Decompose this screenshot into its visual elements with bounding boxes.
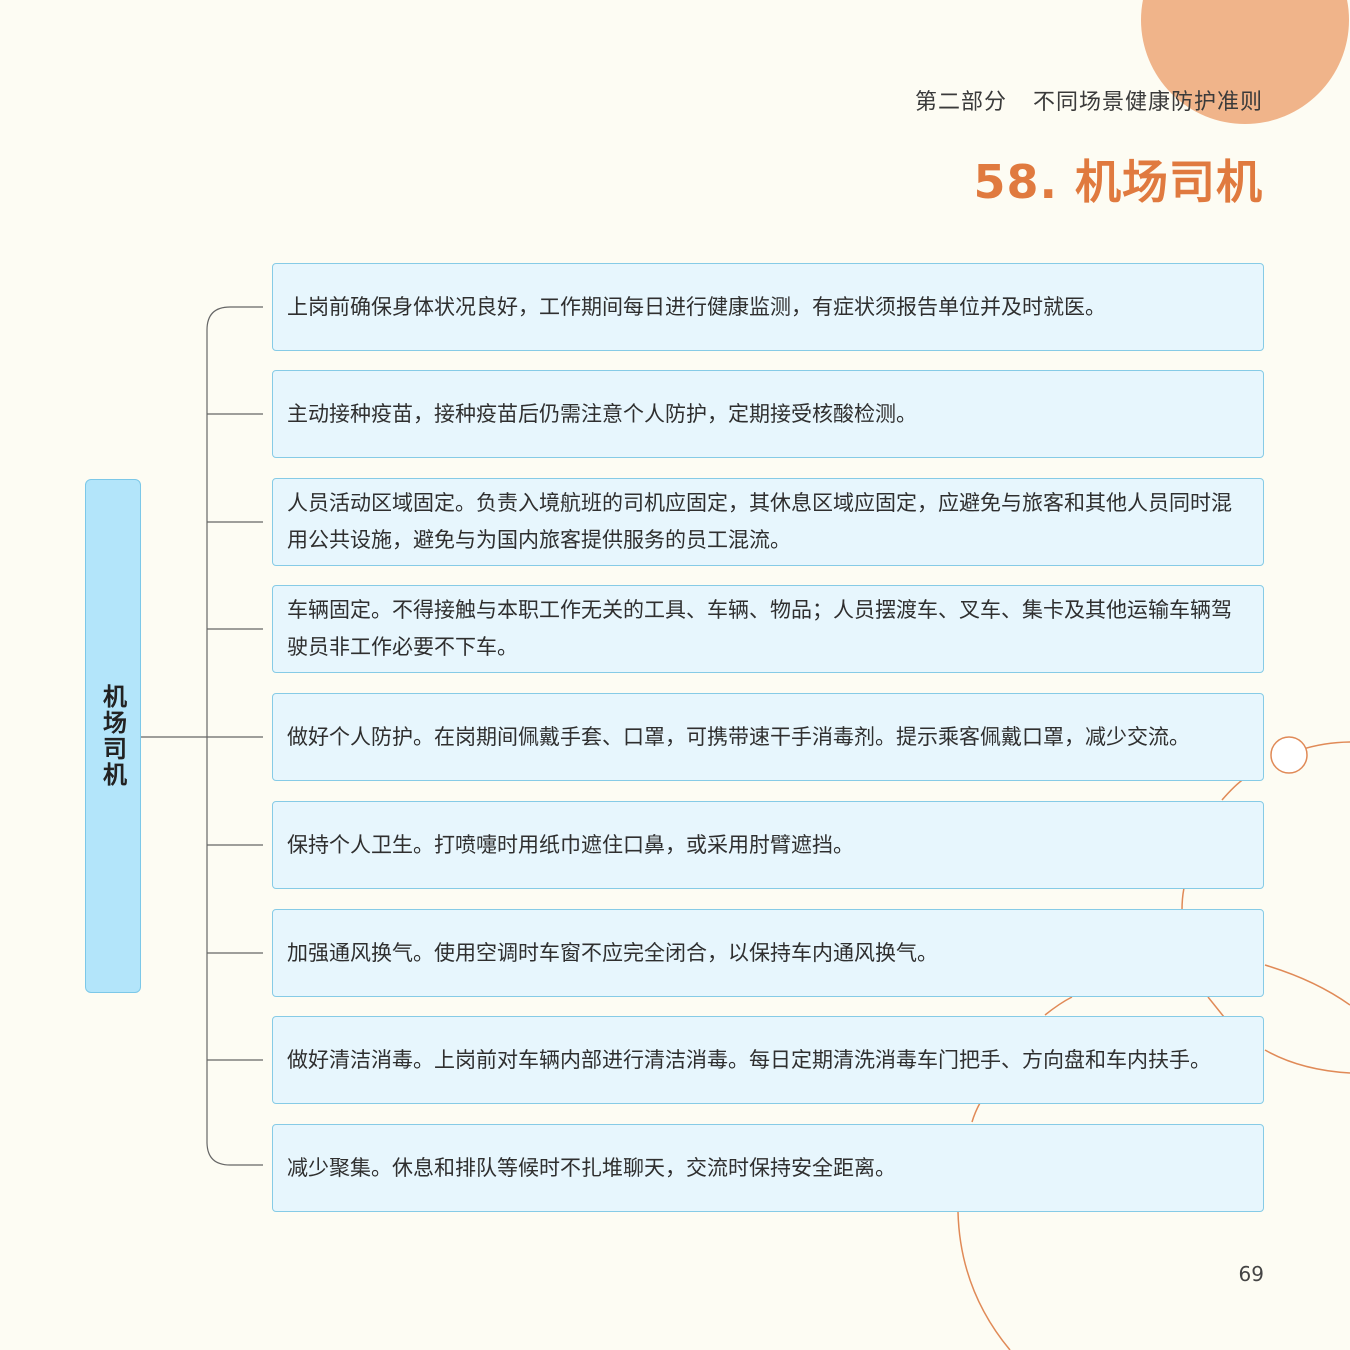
guideline-item-text: 车辆固定。不得接触与本职工作无关的工具、车辆、物品；人员摆渡车、叉车、集卡及其他… [287,598,1232,659]
arc-decoration-7 [1264,1049,1350,1074]
guideline-item-2: 主动接种疫苗，接种疫苗后仍需注意个人防护，定期接受核酸检测。 [272,370,1264,458]
root-node: 机场司机 [85,479,141,993]
guideline-item-4: 车辆固定。不得接触与本职工作无关的工具、车辆、物品；人员摆渡车、叉车、集卡及其他… [272,585,1264,673]
guideline-item-7: 加强通风换气。使用空调时车窗不应完全闭合，以保持车内通风换气。 [272,909,1264,997]
guideline-item-text: 主动接种疫苗，接种疫苗后仍需注意个人防护，定期接受核酸检测。 [287,401,917,426]
section-label: 第二部分 [914,90,1007,115]
section-name: 不同场景健康防护准则 [1032,90,1263,115]
arc-decoration-2 [1221,777,1246,801]
guideline-item-text: 做好个人防护。在岗期间佩戴手套、口罩，可携带速干手消毒剂。提示乘客佩戴口罩，减少… [287,724,1190,749]
guideline-item-text: 减少聚集。休息和排队等候时不扎堆聊天，交流时保持安全距离。 [287,1155,896,1180]
page-title: 58. 机场司机 [973,155,1263,209]
guideline-item-8: 做好清洁消毒。上岗前对车辆内部进行清洁消毒。每日定期清洗消毒车门把手、方向盘和车… [272,1016,1264,1104]
arc-decoration-3 [1181,887,1185,911]
root-node-label: 机场司机 [98,684,127,788]
arc-decoration-8 [971,1102,981,1123]
guideline-item-3: 人员活动区域固定。负责入境航班的司机应固定，其休息区域应固定，应避免与旅客和其他… [272,478,1264,566]
arc-decoration-4 [1264,964,1350,1006]
guideline-item-text: 人员活动区域固定。负责入境航班的司机应固定，其休息区域应固定，应避免与旅客和其他… [287,491,1232,552]
bracket-line [206,306,263,1166]
arc-decoration-6 [1207,996,1225,1018]
guideline-item-5: 做好个人防护。在岗期间佩戴手套、口罩，可携带速干手消毒剂。提示乘客佩戴口罩，减少… [272,693,1264,781]
guideline-item-6: 保持个人卫生。打喷嚏时用纸巾遮住口鼻，或采用肘臂遮挡。 [272,801,1264,889]
arc-decoration-5 [1044,996,1073,1016]
ring-decoration [1270,736,1308,774]
arc-decoration-9 [957,1211,1011,1350]
arc-decoration-1 [1299,741,1350,751]
guideline-item-9: 减少聚集。休息和排队等候时不扎堆聊天，交流时保持安全距离。 [272,1124,1264,1212]
guideline-item-text: 保持个人卫生。打喷嚏时用纸巾遮住口鼻，或采用肘臂遮挡。 [287,832,854,857]
guideline-item-1: 上岗前确保身体状况良好，工作期间每日进行健康监测，有症状须报告单位并及时就医。 [272,263,1264,351]
guideline-item-text: 上岗前确保身体状况良好，工作期间每日进行健康监测，有症状须报告单位并及时就医。 [287,294,1106,319]
guideline-item-text: 做好清洁消毒。上岗前对车辆内部进行清洁消毒。每日定期清洗消毒车门把手、方向盘和车… [287,1047,1211,1072]
section-title: 第二部分不同场景健康防护准则 [915,84,1263,116]
guideline-item-text: 加强通风换气。使用空调时车窗不应完全闭合，以保持车内通风换气。 [287,940,938,965]
page-number: 69 [1238,1262,1264,1286]
